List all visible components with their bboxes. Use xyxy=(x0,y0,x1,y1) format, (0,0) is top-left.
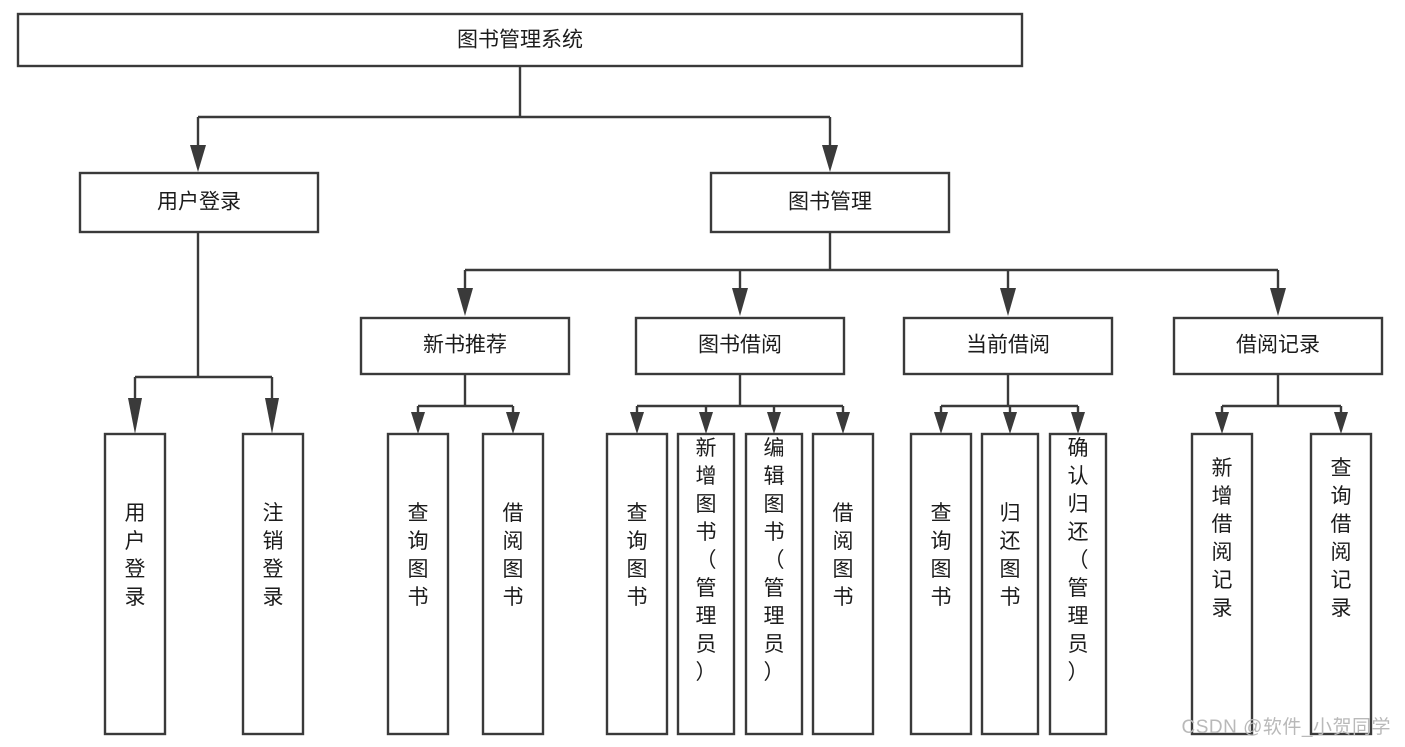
node-leaf-query-record[interactable]: 查询借阅记录 xyxy=(1309,432,1373,736)
connector-group-current-borrow xyxy=(934,374,1085,434)
node-user-login-box[interactable] xyxy=(78,171,320,234)
node-root-label: 图书管理系统 xyxy=(457,29,583,52)
node-current-borrow[interactable]: 当前借阅 xyxy=(902,316,1114,376)
node-leaf-add-book-box[interactable] xyxy=(676,432,736,736)
arrow-head-leaf-return-book xyxy=(1003,412,1017,434)
arrow-head-leaf-logout xyxy=(265,398,279,434)
arrow-head-leaf-query-book-3 xyxy=(934,412,948,434)
node-leaf-query-record-box[interactable] xyxy=(1309,432,1373,736)
node-leaf-user-login-label: 用户登录 xyxy=(125,502,146,609)
arrow-head-new-book-rec xyxy=(457,288,473,316)
node-leaf-user-login-box[interactable] xyxy=(103,432,167,736)
node-leaf-return-book-box[interactable] xyxy=(980,432,1040,736)
node-book-borrow[interactable]: 图书借阅 xyxy=(634,316,846,376)
node-root[interactable]: 图书管理系统 xyxy=(16,12,1024,68)
node-book-manage-label: 图书管理 xyxy=(788,191,872,214)
node-leaf-borrow-book-1-box[interactable] xyxy=(481,432,545,736)
node-leaf-query-book-3-label: 查询图书 xyxy=(931,502,952,609)
node-leaf-return-book-label: 归还图书 xyxy=(1000,502,1021,609)
node-leaf-edit-book-label: 编辑图书（管理员） xyxy=(764,437,785,684)
node-leaf-query-book-1-box[interactable] xyxy=(386,432,450,736)
node-leaf-edit-book[interactable]: 编辑图书（管理员） xyxy=(744,432,804,736)
node-leaf-query-book-3-box[interactable] xyxy=(909,432,973,736)
connector-group-book-manage xyxy=(457,232,1286,316)
node-leaf-borrow-book-1-label: 借阅图书 xyxy=(503,502,524,609)
node-new-book-rec-box[interactable] xyxy=(359,316,571,376)
node-book-borrow-box[interactable] xyxy=(634,316,846,376)
node-leaf-borrow-book-2-box[interactable] xyxy=(811,432,875,736)
node-user-login-label: 用户登录 xyxy=(157,191,241,214)
node-borrow-record[interactable]: 借阅记录 xyxy=(1172,316,1384,376)
arrow-head-user-login xyxy=(190,145,206,172)
node-leaf-query-book-2-label: 查询图书 xyxy=(627,502,648,609)
arrow-head-leaf-add-record xyxy=(1215,412,1229,434)
node-leaf-query-record-label: 查询借阅记录 xyxy=(1331,457,1352,620)
node-leaf-add-book[interactable]: 新增图书（管理员） xyxy=(676,432,736,736)
node-leaf-query-book-1-label: 查询图书 xyxy=(408,502,429,609)
node-leaf-logout[interactable]: 注销登录 xyxy=(241,432,305,736)
connector-group-root xyxy=(190,66,838,172)
node-leaf-confirm-return[interactable]: 确认归还（管理员） xyxy=(1048,432,1108,736)
node-leaf-borrow-book-1[interactable]: 借阅图书 xyxy=(481,432,545,736)
node-book-manage-box[interactable] xyxy=(709,171,951,234)
arrow-head-leaf-edit-book xyxy=(767,412,781,434)
arrow-head-leaf-confirm-return xyxy=(1071,412,1085,434)
node-leaf-query-book-2[interactable]: 查询图书 xyxy=(605,432,669,736)
node-new-book-rec[interactable]: 新书推荐 xyxy=(359,316,571,376)
node-leaf-edit-book-box[interactable] xyxy=(744,432,804,736)
arrow-head-leaf-borrow-book-2 xyxy=(836,412,850,434)
node-leaf-query-book-2-box[interactable] xyxy=(605,432,669,736)
connector-group-borrow-record xyxy=(1215,374,1348,434)
node-user-login[interactable]: 用户登录 xyxy=(78,171,320,234)
connector-group-user-login xyxy=(128,232,279,434)
node-leaf-logout-box[interactable] xyxy=(241,432,305,736)
node-current-borrow-label: 当前借阅 xyxy=(966,334,1050,357)
node-borrow-record-box[interactable] xyxy=(1172,316,1384,376)
node-book-borrow-label: 图书借阅 xyxy=(698,334,782,357)
arrow-head-current-borrow xyxy=(1000,288,1016,316)
node-leaf-query-book-3[interactable]: 查询图书 xyxy=(909,432,973,736)
node-leaf-query-book-1[interactable]: 查询图书 xyxy=(386,432,450,736)
connector-group-book-borrow xyxy=(630,374,850,434)
node-leaf-confirm-return-box[interactable] xyxy=(1048,432,1108,736)
node-borrow-record-label: 借阅记录 xyxy=(1236,334,1320,357)
node-current-borrow-box[interactable] xyxy=(902,316,1114,376)
node-new-book-rec-label: 新书推荐 xyxy=(423,334,507,357)
arrow-head-book-borrow xyxy=(732,288,748,316)
node-leaf-add-record-box[interactable] xyxy=(1190,432,1254,736)
arrow-head-leaf-query-book-2 xyxy=(630,412,644,434)
node-leaf-logout-label: 注销登录 xyxy=(263,502,284,609)
arrow-head-book-manage xyxy=(822,145,838,172)
arrow-head-borrow-record xyxy=(1270,288,1286,316)
node-book-manage[interactable]: 图书管理 xyxy=(709,171,951,234)
node-root-box[interactable] xyxy=(16,12,1024,68)
node-leaf-confirm-return-label: 确认归还（管理员） xyxy=(1068,437,1089,684)
arrow-head-leaf-query-book-1 xyxy=(411,412,425,434)
node-leaf-user-login[interactable]: 用户登录 xyxy=(103,432,167,736)
node-leaf-add-record-label: 新增借阅记录 xyxy=(1212,457,1233,620)
node-leaf-borrow-book-2-label: 借阅图书 xyxy=(833,502,854,609)
node-leaf-return-book[interactable]: 归还图书 xyxy=(980,432,1040,736)
arrow-head-leaf-borrow-book-1 xyxy=(506,412,520,434)
connector-group-new-book-rec xyxy=(411,374,520,434)
arrow-head-leaf-query-record xyxy=(1334,412,1348,434)
node-leaf-add-book-label: 新增图书（管理员） xyxy=(696,437,717,684)
node-leaf-add-record[interactable]: 新增借阅记录 xyxy=(1190,432,1254,736)
arrow-head-leaf-user-login xyxy=(128,398,142,434)
arrow-head-leaf-add-book xyxy=(699,412,713,434)
node-leaf-borrow-book-2[interactable]: 借阅图书 xyxy=(811,432,875,736)
